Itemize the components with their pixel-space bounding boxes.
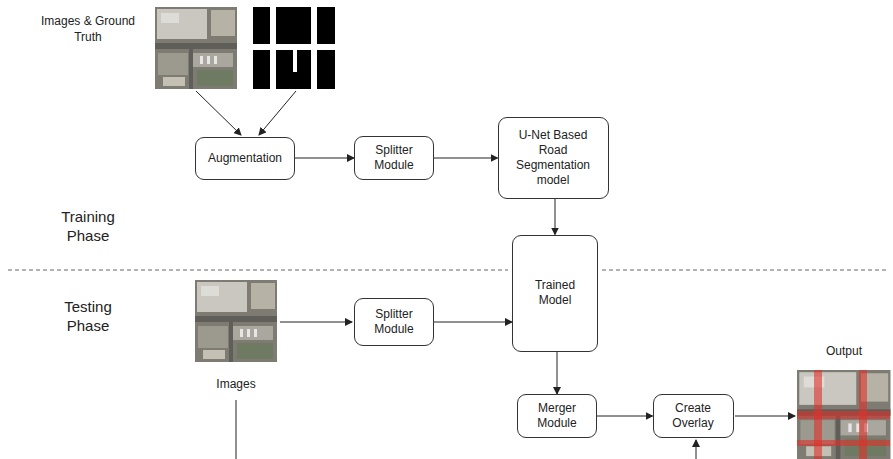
box-label: Merger Module [526,401,588,431]
process-box: U-Net Based Road Segmentation model [498,117,609,199]
flow-arrow [295,158,354,159]
image-wire [696,440,697,459]
box-label: U-Net Based Road Segmentation model [507,128,600,188]
flow-arrow [557,352,558,395]
process-box: Augmentation [195,137,295,180]
box-label: Trained Model [521,278,589,308]
ground-truth-mask [253,7,335,89]
text-label: Training Phase [43,207,133,246]
flow-arrow [555,199,556,235]
process-box: Merger Module [517,394,597,438]
text-label: Images [201,377,271,393]
flow-arrow [434,322,512,323]
flow-arrow [434,158,498,159]
box-label: Splitter Module [363,143,425,173]
process-box: Create Overlay [653,394,734,438]
image-wire [236,400,237,459]
box-label: Create Overlay [662,401,725,431]
box-label: Splitter Module [363,307,425,337]
box-label: Augmentation [208,151,282,166]
process-box: Splitter Module [354,136,434,180]
input-arrow [280,322,352,323]
text-label: Output [809,344,879,360]
output-overlay-image [797,370,890,459]
phase-divider [602,270,888,271]
phase-divider [8,270,508,271]
text-label: Testing Phase [43,297,133,336]
satellite-image [155,7,237,89]
input-arrow [259,91,296,135]
flow-arrow [597,416,653,417]
output-arrow [735,416,795,417]
process-box: Splitter Module [354,298,434,346]
satellite-image [195,280,277,362]
text-label: Images & Ground Truth [38,14,138,45]
input-arrow [196,91,241,135]
process-box: Trained Model [512,235,598,352]
